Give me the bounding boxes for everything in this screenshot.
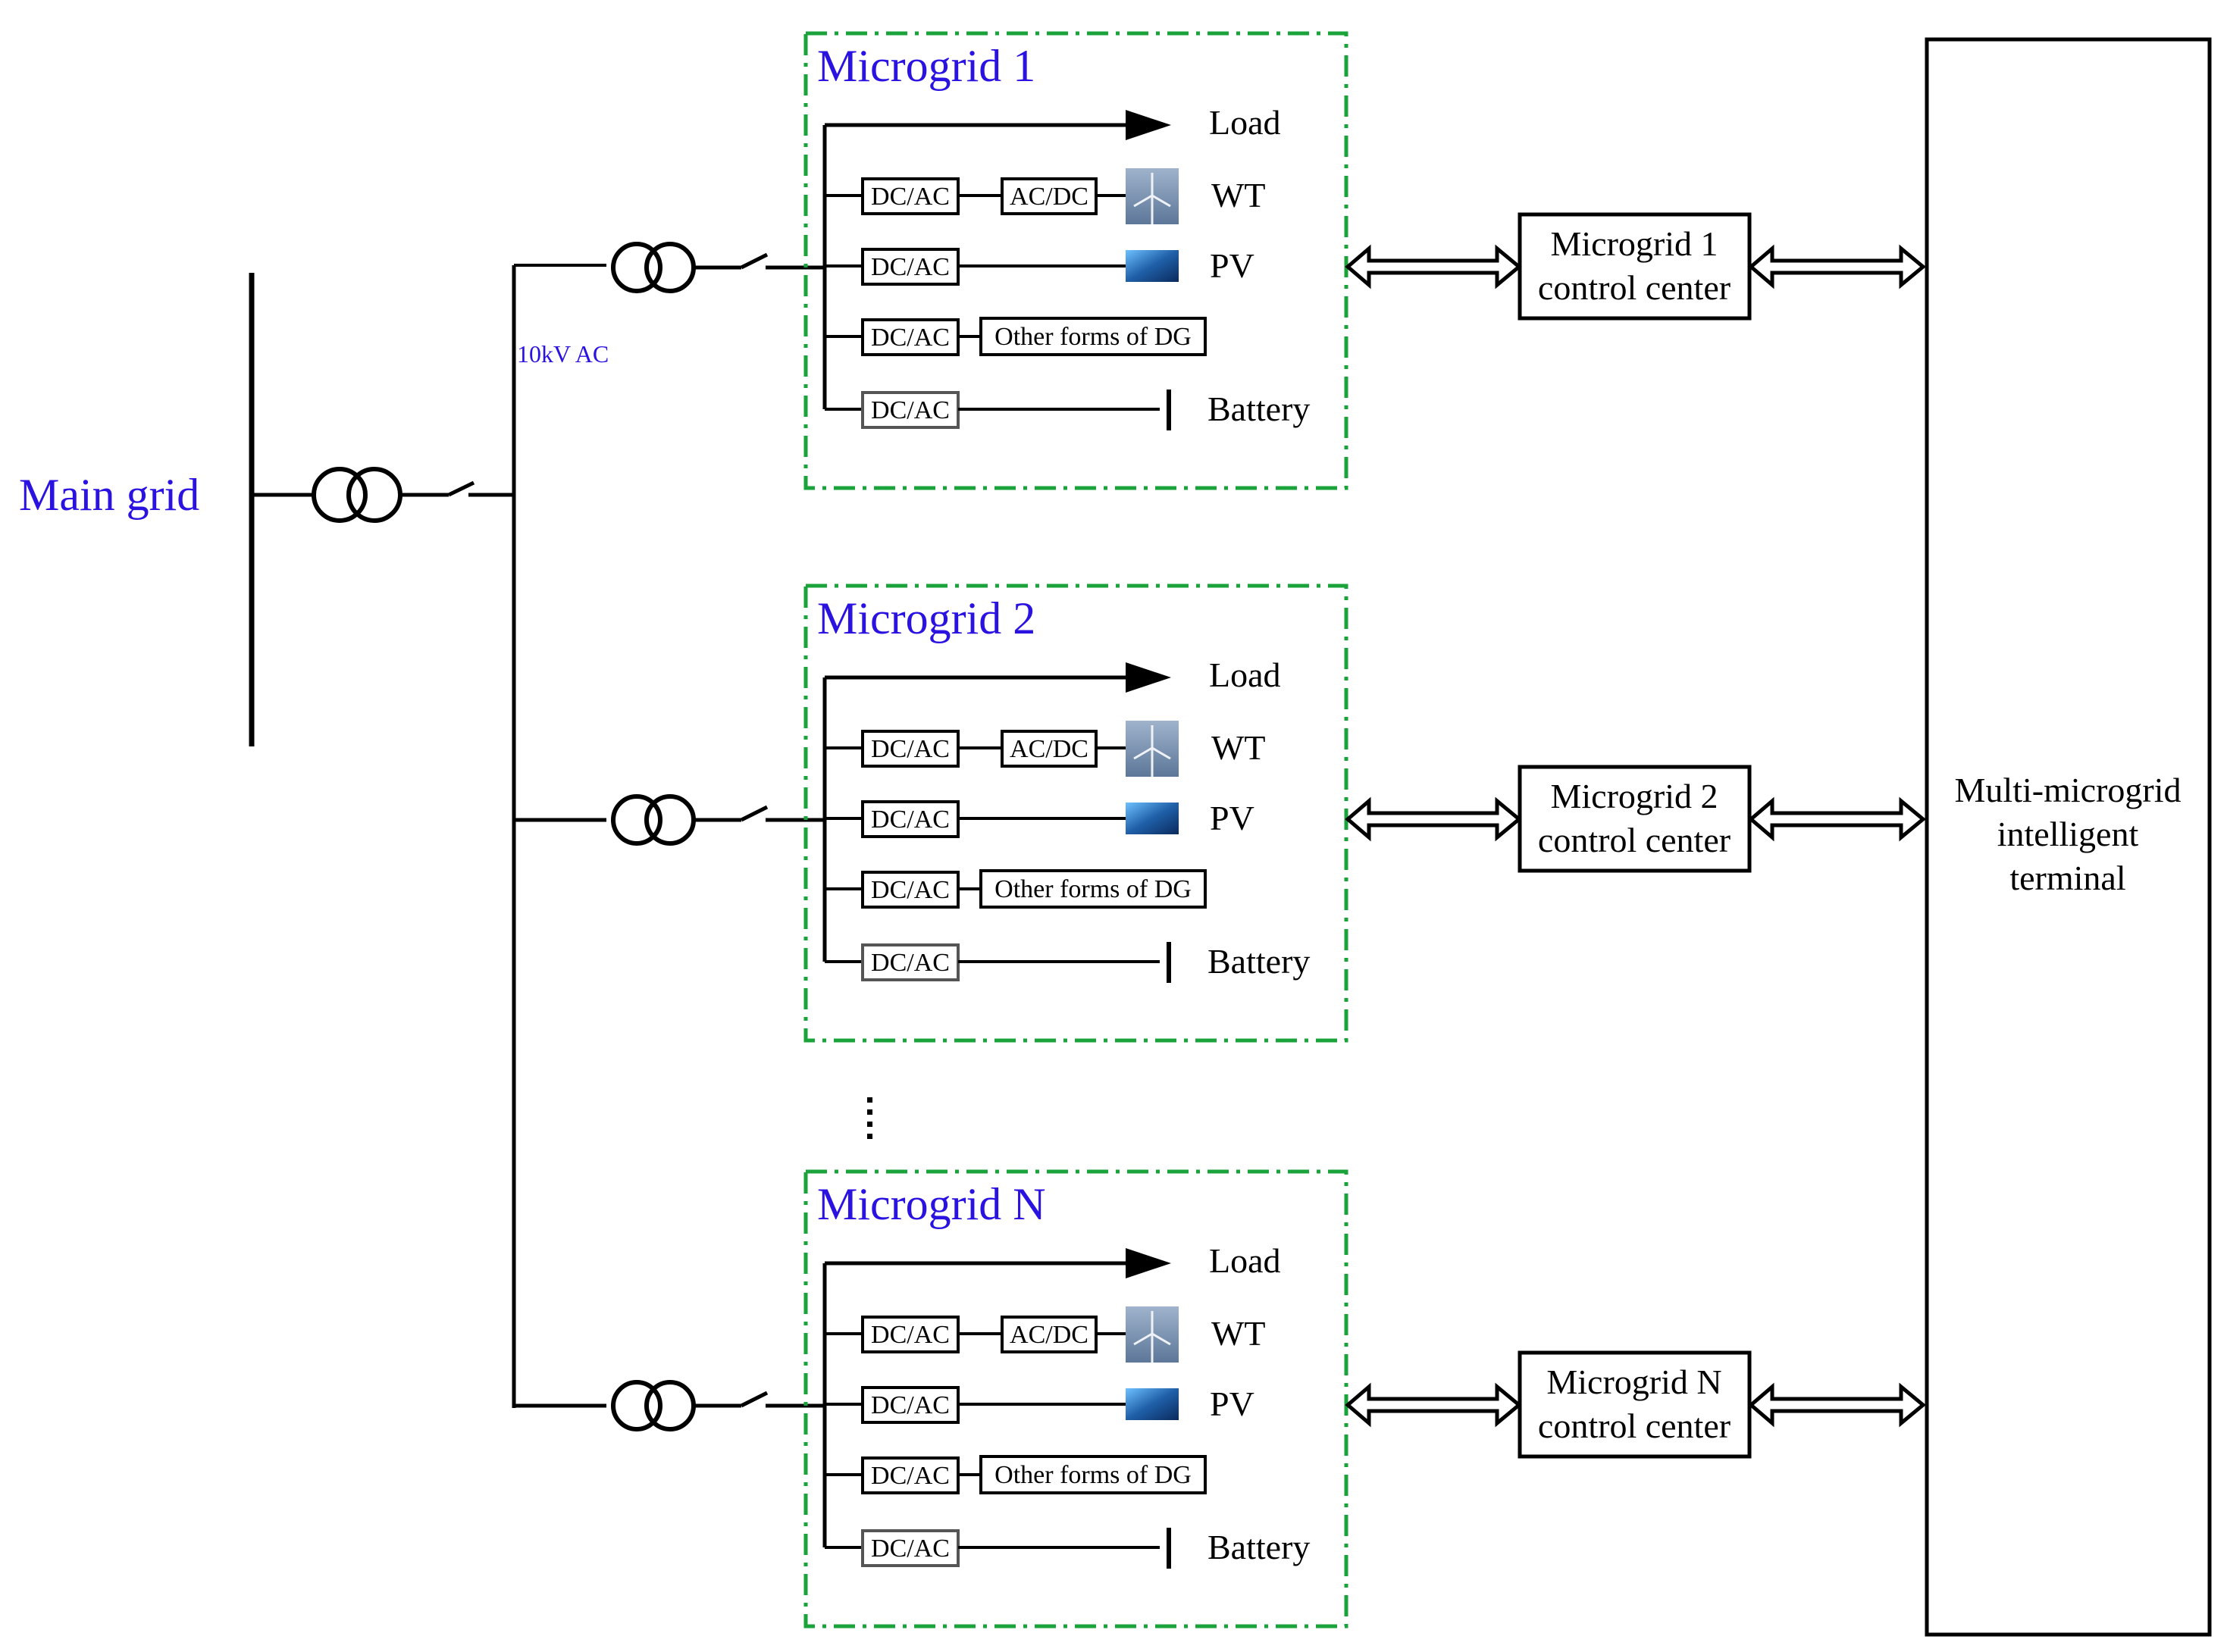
pv-label: PV xyxy=(1210,1384,1254,1423)
battery-label: Battery xyxy=(1207,1528,1310,1566)
transformer-icon xyxy=(611,1380,696,1431)
dg-dcac-converter xyxy=(861,1456,960,1494)
bidirectional-arrow-icon xyxy=(1748,244,1926,289)
wt-dcac-converter xyxy=(861,730,960,768)
bidirectional-arrow-icon xyxy=(1345,244,1522,289)
terminal-label-line1: Multi-microgrid xyxy=(1955,771,2182,809)
pv-dcac-label: DC/AC xyxy=(871,253,950,281)
load-arrow-icon xyxy=(1126,110,1171,140)
main-grid-label: Main grid xyxy=(19,470,199,520)
other-dg-box xyxy=(979,869,1207,909)
wt-acdc-label: AC/DC xyxy=(1010,735,1088,763)
dg-dcac-label: DC/AC xyxy=(871,324,950,352)
wt-acdc-label: AC/DC xyxy=(1010,183,1088,211)
load-label: Load xyxy=(1209,655,1281,694)
dg-dcac-label: DC/AC xyxy=(871,876,950,904)
load-label: Load xyxy=(1209,1241,1281,1280)
battery-dcac-label: DC/AC xyxy=(871,949,950,977)
load-arrow-icon xyxy=(1126,662,1171,693)
wt-acdc-converter xyxy=(1001,730,1098,768)
battery-dcac-label: DC/AC xyxy=(871,1535,950,1563)
bidirectional-arrow-icon xyxy=(1748,1382,1926,1428)
breaker-icon xyxy=(740,1391,769,1408)
battery-label: Battery xyxy=(1207,942,1310,981)
pv-dcac-label: DC/AC xyxy=(871,806,950,834)
control-center-box xyxy=(1518,1350,1752,1459)
other-dg-box xyxy=(979,317,1207,356)
control-center-line2: control center xyxy=(1538,821,1731,859)
control-center-box xyxy=(1518,212,1752,321)
microgrid-2: Microgrid 2 Load DC/AC AC/DC WT DC/AC PV… xyxy=(514,584,1926,1043)
wt-label: WT xyxy=(1211,1314,1266,1353)
pv-panel-icon xyxy=(1126,250,1179,282)
load-arrow-icon xyxy=(1126,1248,1171,1278)
other-dg-label: Other forms of DG xyxy=(994,1461,1192,1489)
other-dg-box xyxy=(979,1455,1207,1494)
terminal-label-line3: terminal xyxy=(2009,859,2125,897)
pv-panel-icon xyxy=(1126,803,1179,834)
wt-label: WT xyxy=(1211,728,1266,767)
microgrid-boundary xyxy=(803,1169,1348,1629)
breaker-icon xyxy=(740,805,769,822)
wt-dcac-label: DC/AC xyxy=(871,735,950,763)
wind-turbine-icon xyxy=(1126,1306,1179,1363)
bidirectional-arrow-icon xyxy=(1345,796,1522,842)
control-center-line1: Microgrid 2 xyxy=(1550,777,1718,815)
microgrid-title: Microgrid 1 xyxy=(817,41,1035,91)
control-center-box xyxy=(1518,765,1752,873)
microgrid-n: Microgrid N Load DC/AC AC/DC WT DC/AC PV… xyxy=(514,1169,1926,1629)
wind-turbine-icon xyxy=(1126,721,1179,777)
transformer-icon xyxy=(611,794,696,846)
pv-dcac-label: DC/AC xyxy=(871,1391,950,1419)
control-center-line2: control center xyxy=(1538,268,1731,307)
breaker-icon xyxy=(740,252,769,270)
control-center-line1: Microgrid 1 xyxy=(1550,224,1718,263)
microgrid-boundary xyxy=(803,31,1348,490)
intelligent-terminal-box xyxy=(1925,37,2212,1637)
battery-label: Battery xyxy=(1207,390,1310,428)
pv-dcac-converter xyxy=(861,800,960,838)
battery-dcac-label: DC/AC xyxy=(871,396,950,424)
pv-label: PV xyxy=(1210,799,1254,837)
transformer-icon xyxy=(611,242,696,293)
wt-label: WT xyxy=(1211,176,1266,214)
microgrid-1: Microgrid 1 Load DC/AC AC/DC WT DC/AC PV… xyxy=(514,31,1926,490)
microgrid-title: Microgrid N xyxy=(817,1179,1046,1229)
main-transformer-icon xyxy=(312,467,402,523)
load-label: Load xyxy=(1209,103,1281,142)
wt-dcac-label: DC/AC xyxy=(871,183,950,211)
wt-dcac-converter xyxy=(861,177,960,215)
microgrid-boundary xyxy=(803,584,1348,1043)
wt-acdc-converter xyxy=(1001,1316,1098,1353)
control-center-line2: control center xyxy=(1538,1406,1731,1445)
wt-dcac-label: DC/AC xyxy=(871,1321,950,1349)
wt-acdc-converter xyxy=(1001,177,1098,215)
other-dg-label: Other forms of DG xyxy=(994,875,1192,903)
control-center-line1: Microgrid N xyxy=(1546,1363,1721,1401)
wt-acdc-label: AC/DC xyxy=(1010,1321,1088,1349)
bidirectional-arrow-icon xyxy=(1345,1382,1522,1428)
terminal-label-line2: intelligent xyxy=(1997,815,2139,853)
wind-turbine-icon xyxy=(1126,168,1179,224)
wt-dcac-converter xyxy=(861,1316,960,1353)
other-dg-label: Other forms of DG xyxy=(994,323,1192,351)
pv-panel-icon xyxy=(1126,1388,1179,1420)
bidirectional-arrow-icon xyxy=(1748,796,1926,842)
main-breaker-icon xyxy=(447,480,475,497)
dg-dcac-label: DC/AC xyxy=(871,1462,950,1490)
ellipsis-dots xyxy=(867,1097,872,1139)
microgrid-title: Microgrid 2 xyxy=(817,593,1035,643)
bus-voltage-label: 10kV AC xyxy=(517,340,609,368)
pv-label: PV xyxy=(1210,246,1254,285)
dg-dcac-converter xyxy=(861,318,960,356)
